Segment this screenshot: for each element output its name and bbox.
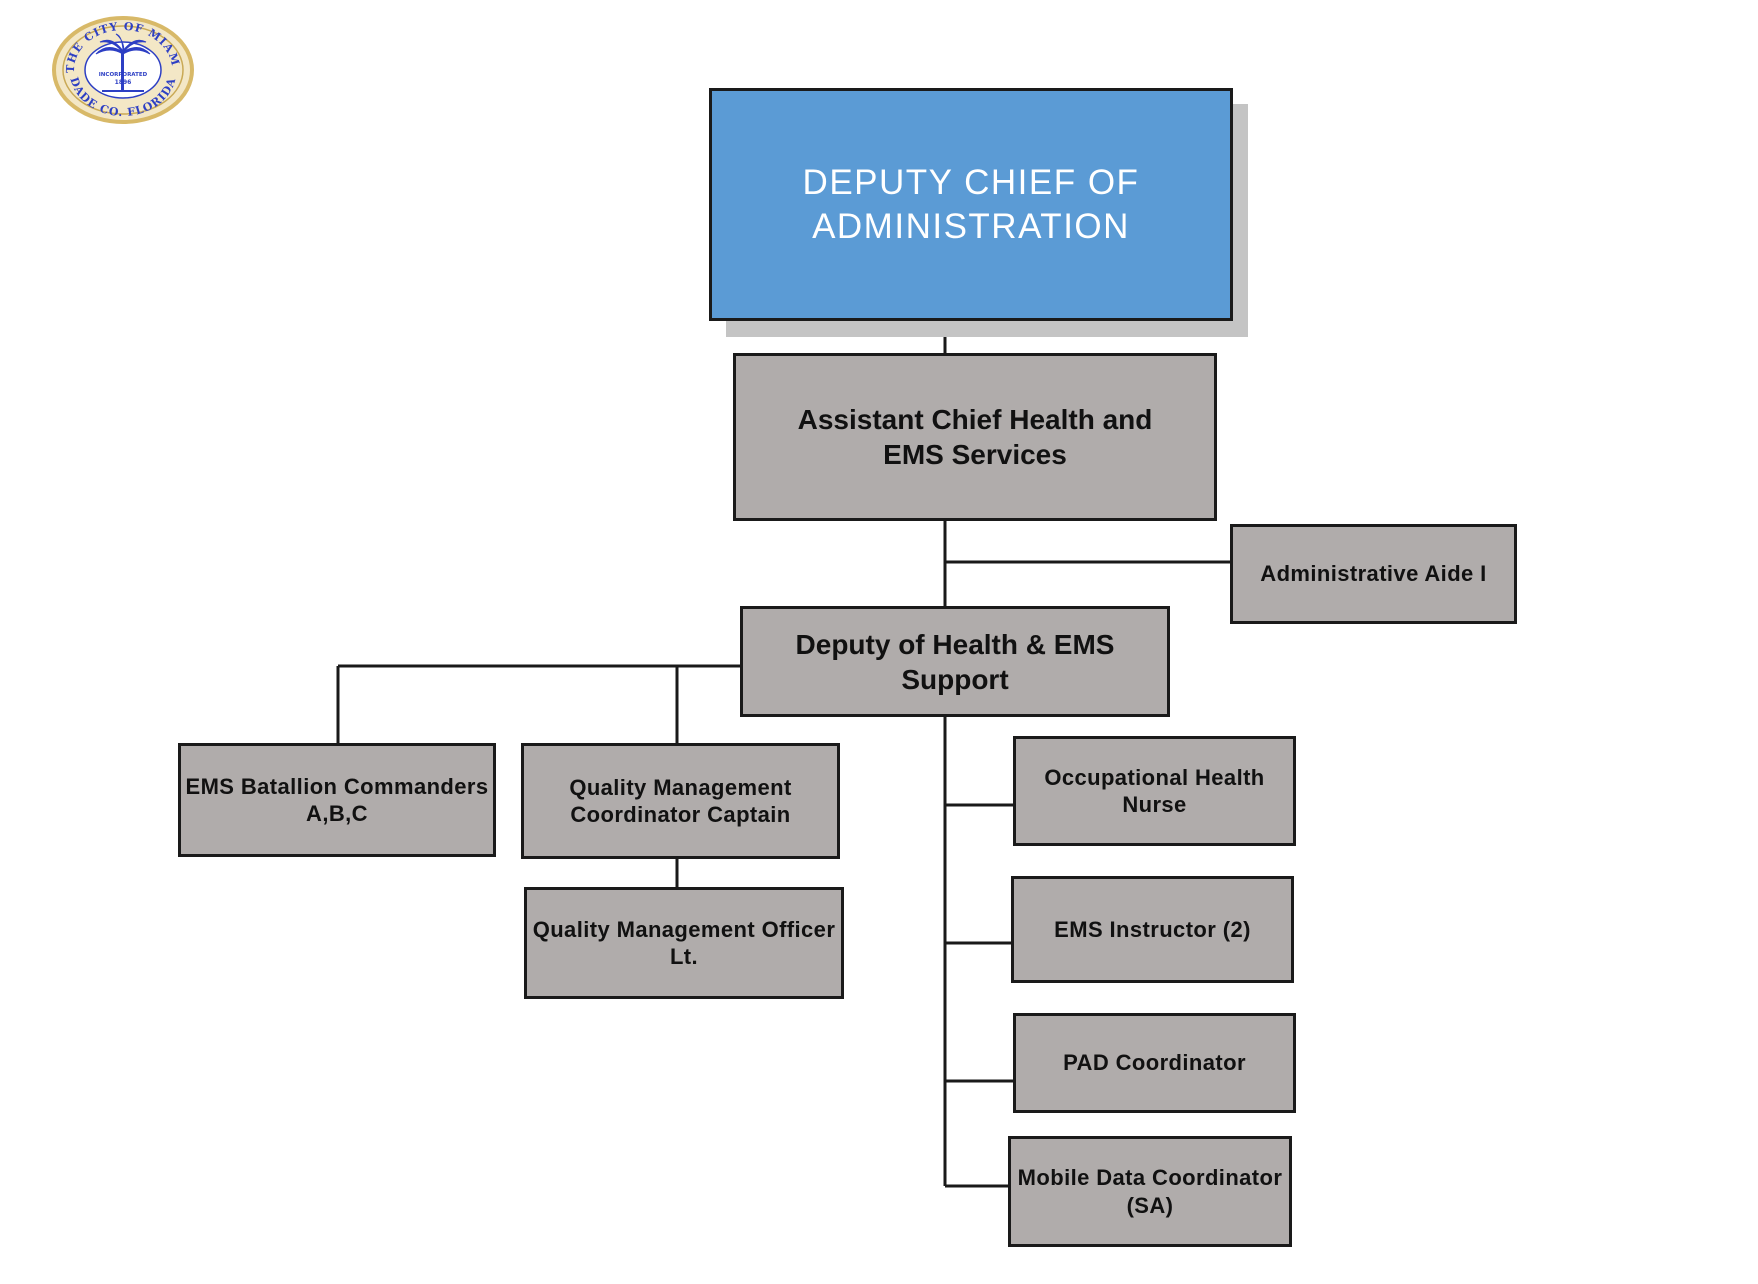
qm-officer-box: Quality Management Officer Lt.	[524, 887, 844, 999]
deputy-health-ems-box: Deputy of Health & EMS Support	[740, 606, 1170, 717]
mobile-data-coordinator-box: Mobile Data Coordinator (SA)	[1008, 1136, 1292, 1247]
ems-batallion-commanders-box: EMS Batallion Commanders A,B,C	[178, 743, 496, 857]
seal-year-text: 1896	[115, 79, 132, 86]
city-of-miami-seal: THE CITY OF MIAMI DADE CO. FLORIDA INCOR…	[52, 16, 194, 124]
occupational-health-nurse-box: Occupational Health Nurse	[1013, 736, 1296, 846]
administrative-aide-box: Administrative Aide I	[1230, 524, 1517, 624]
assistant-chief-box: Assistant Chief Health and EMS Services	[733, 353, 1217, 521]
palm-tree-icon	[95, 33, 151, 92]
pad-coordinator-box: PAD Coordinator	[1013, 1013, 1296, 1113]
qm-coordinator-captain-box: Quality Management Coordinator Captain	[521, 743, 840, 859]
seal-incorporated-text: INCORPORATED	[99, 72, 148, 78]
deputy-chief-box: DEPUTY CHIEF OF ADMINISTRATION	[709, 88, 1233, 321]
ems-instructor-box: EMS Instructor (2)	[1011, 876, 1294, 983]
